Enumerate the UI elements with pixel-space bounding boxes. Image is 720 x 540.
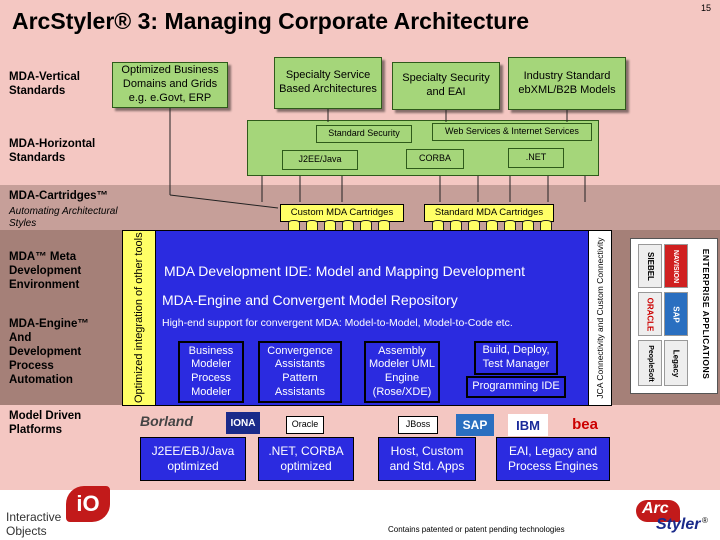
bea-logo: bea (572, 415, 598, 433)
ide-support: High-end support for convergent MDA: Mod… (162, 317, 513, 329)
row-label-engine: MDA-Engine™ And Development Process Auto… (9, 318, 89, 386)
jboss-label: JBoss (398, 416, 438, 434)
arcstyler-styler: Styler (656, 516, 701, 533)
legacy-logo: Legacy (664, 340, 688, 386)
row-label-cartridges-sub: Automating Architectural Styles (9, 206, 118, 229)
module-assembly-modeler: Assembly Modeler UML Engine (Rose/XDE) (364, 341, 440, 403)
box-specialty-security: Specialty Security and EAI (392, 62, 500, 110)
sap-vendor-logo: SAP (456, 414, 494, 436)
oracle-label: Oracle (286, 416, 324, 434)
patent-note: Contains patented or patent pending tech… (388, 525, 565, 534)
arcstyler-swoosh (636, 500, 680, 522)
platform-host: Host, Custom and Std. Apps (378, 437, 476, 481)
box-business-domains: Optimized Business Domains and Grids e.g… (112, 62, 228, 108)
arcstyler-reg: ® (702, 516, 708, 525)
page-title: ArcStyler® 3: Managing Corporate Archite… (12, 8, 530, 34)
box-j2ee: J2EE/Java (282, 150, 358, 170)
module-programming-ide: Programming IDE (466, 376, 566, 398)
box-standard-security: Standard Security (316, 125, 412, 143)
arcstyler-arc: Arc (642, 500, 669, 517)
iona-logo: IONA (226, 412, 260, 434)
connectivity-side-label: JCA Connectivity and Custom Connectivity (595, 237, 605, 399)
module-build-deploy: Build, Deploy, Test Manager (474, 341, 558, 375)
row-label-vertical: MDA-Vertical Standards (9, 71, 80, 97)
platform-net: .NET, CORBA optimized (258, 437, 354, 481)
sap-logo: SAP (664, 292, 688, 336)
footer-band (0, 490, 720, 540)
company-logo-mark: iO (66, 486, 110, 522)
arcstyler-logo: Arc Styler ® (636, 496, 708, 536)
box-web-services: Web Services & Internet Services (432, 123, 592, 141)
navision-logo: NAVISION (664, 244, 688, 288)
platform-eai: EAI, Legacy and Process Engines (496, 437, 610, 481)
ibm-logo: IBM (508, 414, 548, 436)
ide-engine: MDA-Engine and Convergent Model Reposito… (162, 292, 458, 308)
row-label-meta: MDA™ Meta Development Environment (9, 251, 82, 291)
integration-side-strip (122, 230, 156, 406)
integration-side-label: Optimized integration of other tools (133, 232, 145, 403)
box-specialty-service: Specialty Service Based Architectures (274, 57, 382, 109)
peoplesoft-logo: PeopleSoft (638, 340, 662, 386)
module-business-modeler: Business Modeler Process Modeler (178, 341, 244, 403)
box-corba: CORBA (406, 149, 464, 169)
borland-logo: Borland (140, 413, 193, 429)
ide-title: MDA Development IDE: Model and Mapping D… (164, 263, 526, 279)
oracle-logo: ORACLE (638, 292, 662, 336)
page-number: 15 (701, 3, 712, 13)
box-net: .NET (508, 148, 564, 168)
row-label-platforms: Model Driven Platforms (9, 410, 82, 436)
siebel-logo: SIEBEL (638, 244, 662, 288)
row-label-cartridges: MDA-Cartridges™ (9, 190, 109, 202)
row-label-horizontal: MDA-Horizontal Standards (9, 138, 96, 164)
connectivity-side-strip (588, 230, 612, 406)
enterprise-panel-title: ENTERPRISE APPLICATIONS (701, 248, 711, 380)
company-name: Interactive Objects (6, 510, 62, 538)
platform-j2ee: J2EE/EBJ/Java optimized (140, 437, 246, 481)
module-convergence-assistants: Convergence Assistants Pattern Assistant… (258, 341, 342, 403)
box-industry-standard: Industry Standard ebXML/B2B Models (508, 57, 626, 110)
